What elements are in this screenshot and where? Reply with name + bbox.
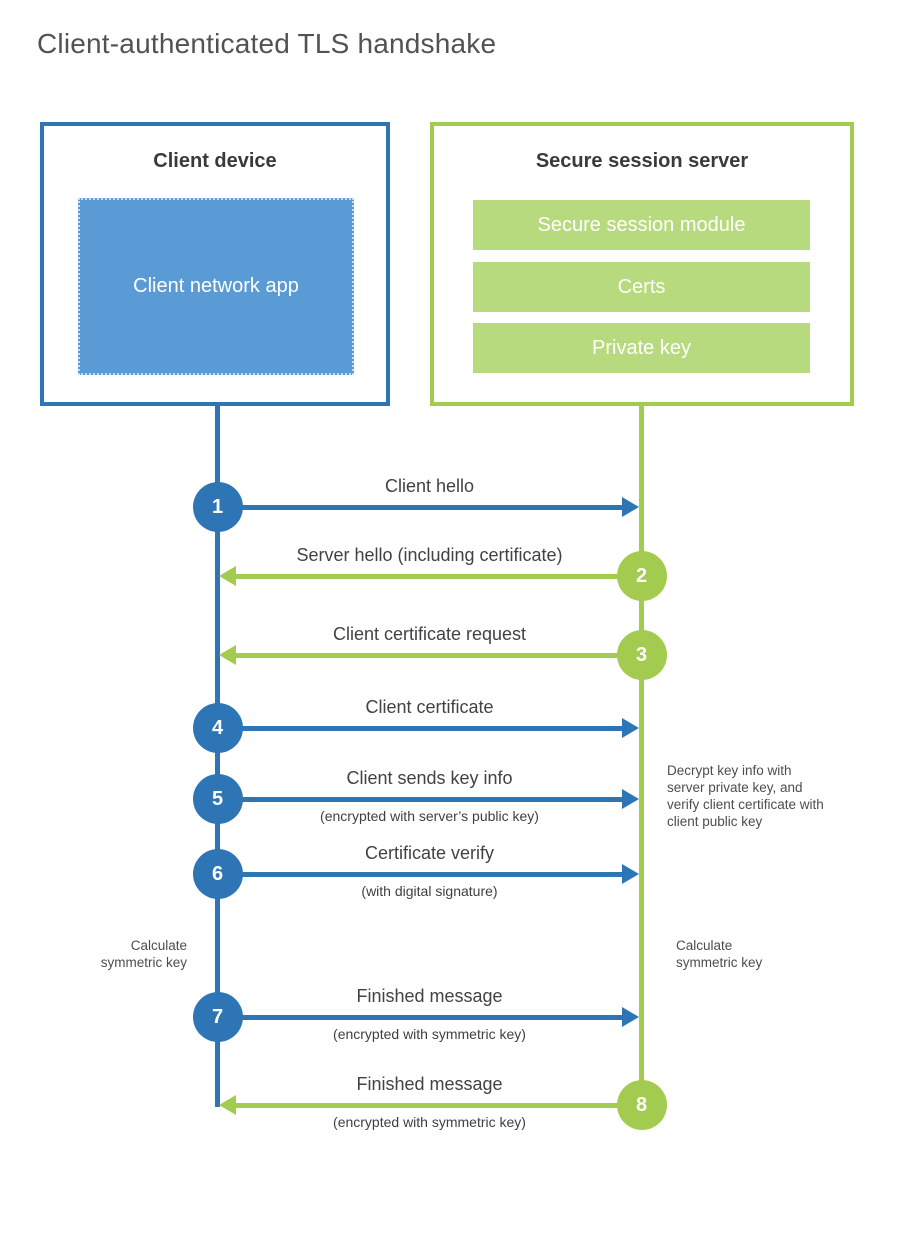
decrypt-key-note: Decrypt key info with server private key… [667, 763, 824, 830]
step-5-arrow-shaft [218, 796, 622, 802]
step-2-arrow-shaft [236, 573, 642, 579]
step-5-arrow-head [622, 789, 639, 809]
step-3-arrow-shaft [236, 652, 642, 658]
step-3-label: Client certificate request [332, 624, 527, 644]
step-6-sublabel: (with digital signature) [361, 883, 498, 899]
step-6-label: Certificate verify [364, 843, 495, 863]
step-4-label: Client certificate [365, 697, 494, 717]
step-6-arrow-shaft [218, 871, 622, 877]
step-1-label: Client hello [384, 476, 475, 496]
step-1-arrow-head [622, 497, 639, 517]
step-1-circle: 1 [192, 482, 243, 532]
secure-session-server-title: Secure session server [535, 150, 749, 172]
step-3-arrow-head [219, 645, 236, 665]
step-6-arrow-head [622, 864, 639, 884]
client-lifeline [215, 404, 220, 1107]
calculate-symmetric-key-note-server: Calculate symmetric key [676, 938, 763, 971]
step-8-arrow-head [219, 1095, 236, 1115]
step-3-circle: 3 [616, 630, 667, 680]
step-7-arrow-shaft [218, 1014, 622, 1020]
client-network-app-label: Client network app [133, 275, 299, 297]
step-8-sublabel: (encrypted with symmetric key) [333, 1114, 526, 1130]
step-8-circle: 8 [616, 1080, 667, 1130]
step-4-arrow-shaft [218, 725, 622, 731]
step-7-label: Finished message [356, 986, 503, 1006]
step-7-circle: 7 [192, 992, 243, 1042]
step-8-arrow-shaft [236, 1102, 642, 1108]
server-module-certs: Certs [473, 262, 810, 312]
client-device-title: Client device [153, 150, 277, 172]
server-module-secure-session: Secure session module [473, 200, 810, 250]
server-lifeline [639, 404, 644, 1105]
step-5-sublabel: (encrypted with server’s public key) [320, 808, 539, 824]
step-2-label: Server hello (including certificate) [296, 545, 563, 565]
step-5-label: Client sends key info [346, 768, 513, 788]
client-network-app-box: Client network app [78, 198, 354, 375]
step-8-label: Finished message [356, 1074, 503, 1094]
step-1-arrow-shaft [218, 504, 622, 510]
step-2-circle: 2 [616, 551, 667, 601]
step-4-circle: 4 [192, 703, 243, 753]
step-7-arrow-head [622, 1007, 639, 1027]
server-module-private-key: Private key [473, 323, 810, 373]
step-5-circle: 5 [192, 774, 243, 824]
step-2-arrow-head [219, 566, 236, 586]
step-6-circle: 6 [192, 849, 243, 899]
calculate-symmetric-key-note-client: Calculate symmetric key [100, 938, 187, 971]
step-7-sublabel: (encrypted with symmetric key) [333, 1026, 526, 1042]
step-4-arrow-head [622, 718, 639, 738]
page-title: Client-authenticated TLS handshake [37, 28, 497, 59]
